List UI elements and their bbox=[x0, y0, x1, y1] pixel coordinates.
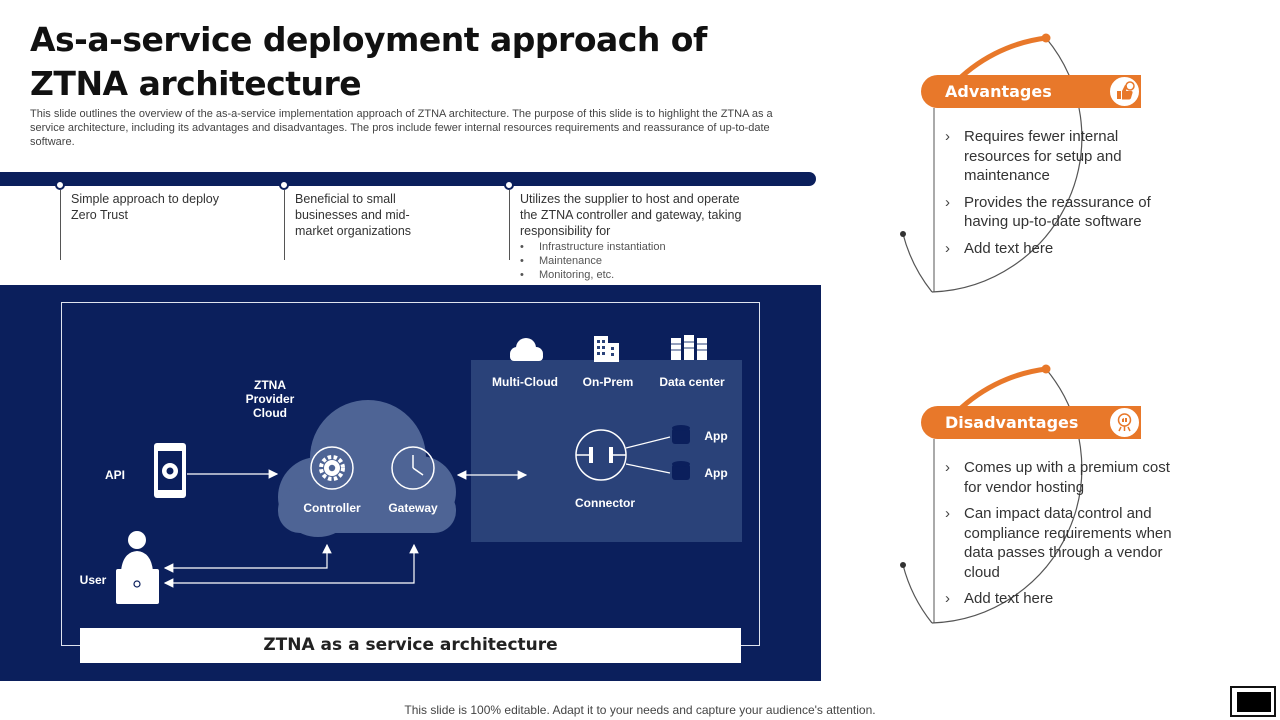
thumbs-down-icon bbox=[1108, 406, 1141, 439]
corner-logo-box bbox=[1230, 686, 1276, 717]
provider-cloud-label: ZTNA Provider Cloud bbox=[245, 378, 295, 420]
timeline-dot bbox=[279, 180, 289, 190]
app-label: App bbox=[704, 466, 728, 480]
timeline-step-text: Simple approach to deploy Zero Trust bbox=[71, 192, 220, 222]
api-label: API bbox=[104, 468, 125, 482]
footer-note: This slide is 100% editable. Adapt it to… bbox=[404, 703, 876, 717]
list-item: Infrastructure instantiation bbox=[520, 240, 760, 254]
list-item: Provides the reassurance of having up-to… bbox=[945, 193, 1177, 232]
advantages-title: Advantages bbox=[945, 82, 1052, 101]
app-label: App bbox=[704, 429, 728, 443]
list-item: Monitoring, etc. bbox=[520, 268, 760, 282]
on-prem-label: On-Prem bbox=[582, 375, 634, 389]
gateway-label: Gateway bbox=[388, 501, 438, 515]
connector-label: Connector bbox=[575, 496, 635, 510]
timeline-step-text: Utilizes the supplier to host and operat… bbox=[520, 191, 760, 282]
advantages-list: Requires fewer internal resources for se… bbox=[945, 127, 1177, 265]
timeline-dot bbox=[55, 180, 65, 190]
list-item: Add text here bbox=[945, 589, 1177, 609]
advantages-header: Advantages bbox=[921, 75, 1141, 108]
diagram-caption: ZTNA as a service architecture bbox=[80, 628, 741, 663]
list-item: Comes up with a premium cost for vendor … bbox=[945, 458, 1177, 497]
page-title: As-a-service deployment approach of ZTNA… bbox=[30, 20, 707, 103]
list-item: Maintenance bbox=[520, 254, 760, 268]
multi-cloud-label: Multi-Cloud bbox=[492, 375, 558, 389]
timeline-bullets: Infrastructure instantiation Maintenance… bbox=[520, 240, 760, 282]
timeline-dot bbox=[504, 180, 514, 190]
timeline-bar bbox=[0, 172, 816, 186]
disadvantages-title: Disadvantages bbox=[945, 413, 1079, 432]
user-label: User bbox=[79, 573, 107, 587]
list-item: Requires fewer internal resources for se… bbox=[945, 127, 1177, 186]
thumbs-up-icon bbox=[1108, 75, 1141, 108]
timeline-step-text: Beneficial to small businesses and mid-m… bbox=[295, 192, 412, 238]
slide-description: This slide outlines the overview of the … bbox=[30, 108, 773, 148]
disadvantages-header: Disadvantages bbox=[921, 406, 1141, 439]
controller-label: Controller bbox=[303, 501, 361, 515]
disadvantages-list: Comes up with a premium cost for vendor … bbox=[945, 458, 1177, 616]
data-center-label: Data center bbox=[659, 375, 725, 389]
list-item: Can impact data control and compliance r… bbox=[945, 504, 1177, 582]
list-item: Add text here bbox=[945, 239, 1177, 259]
